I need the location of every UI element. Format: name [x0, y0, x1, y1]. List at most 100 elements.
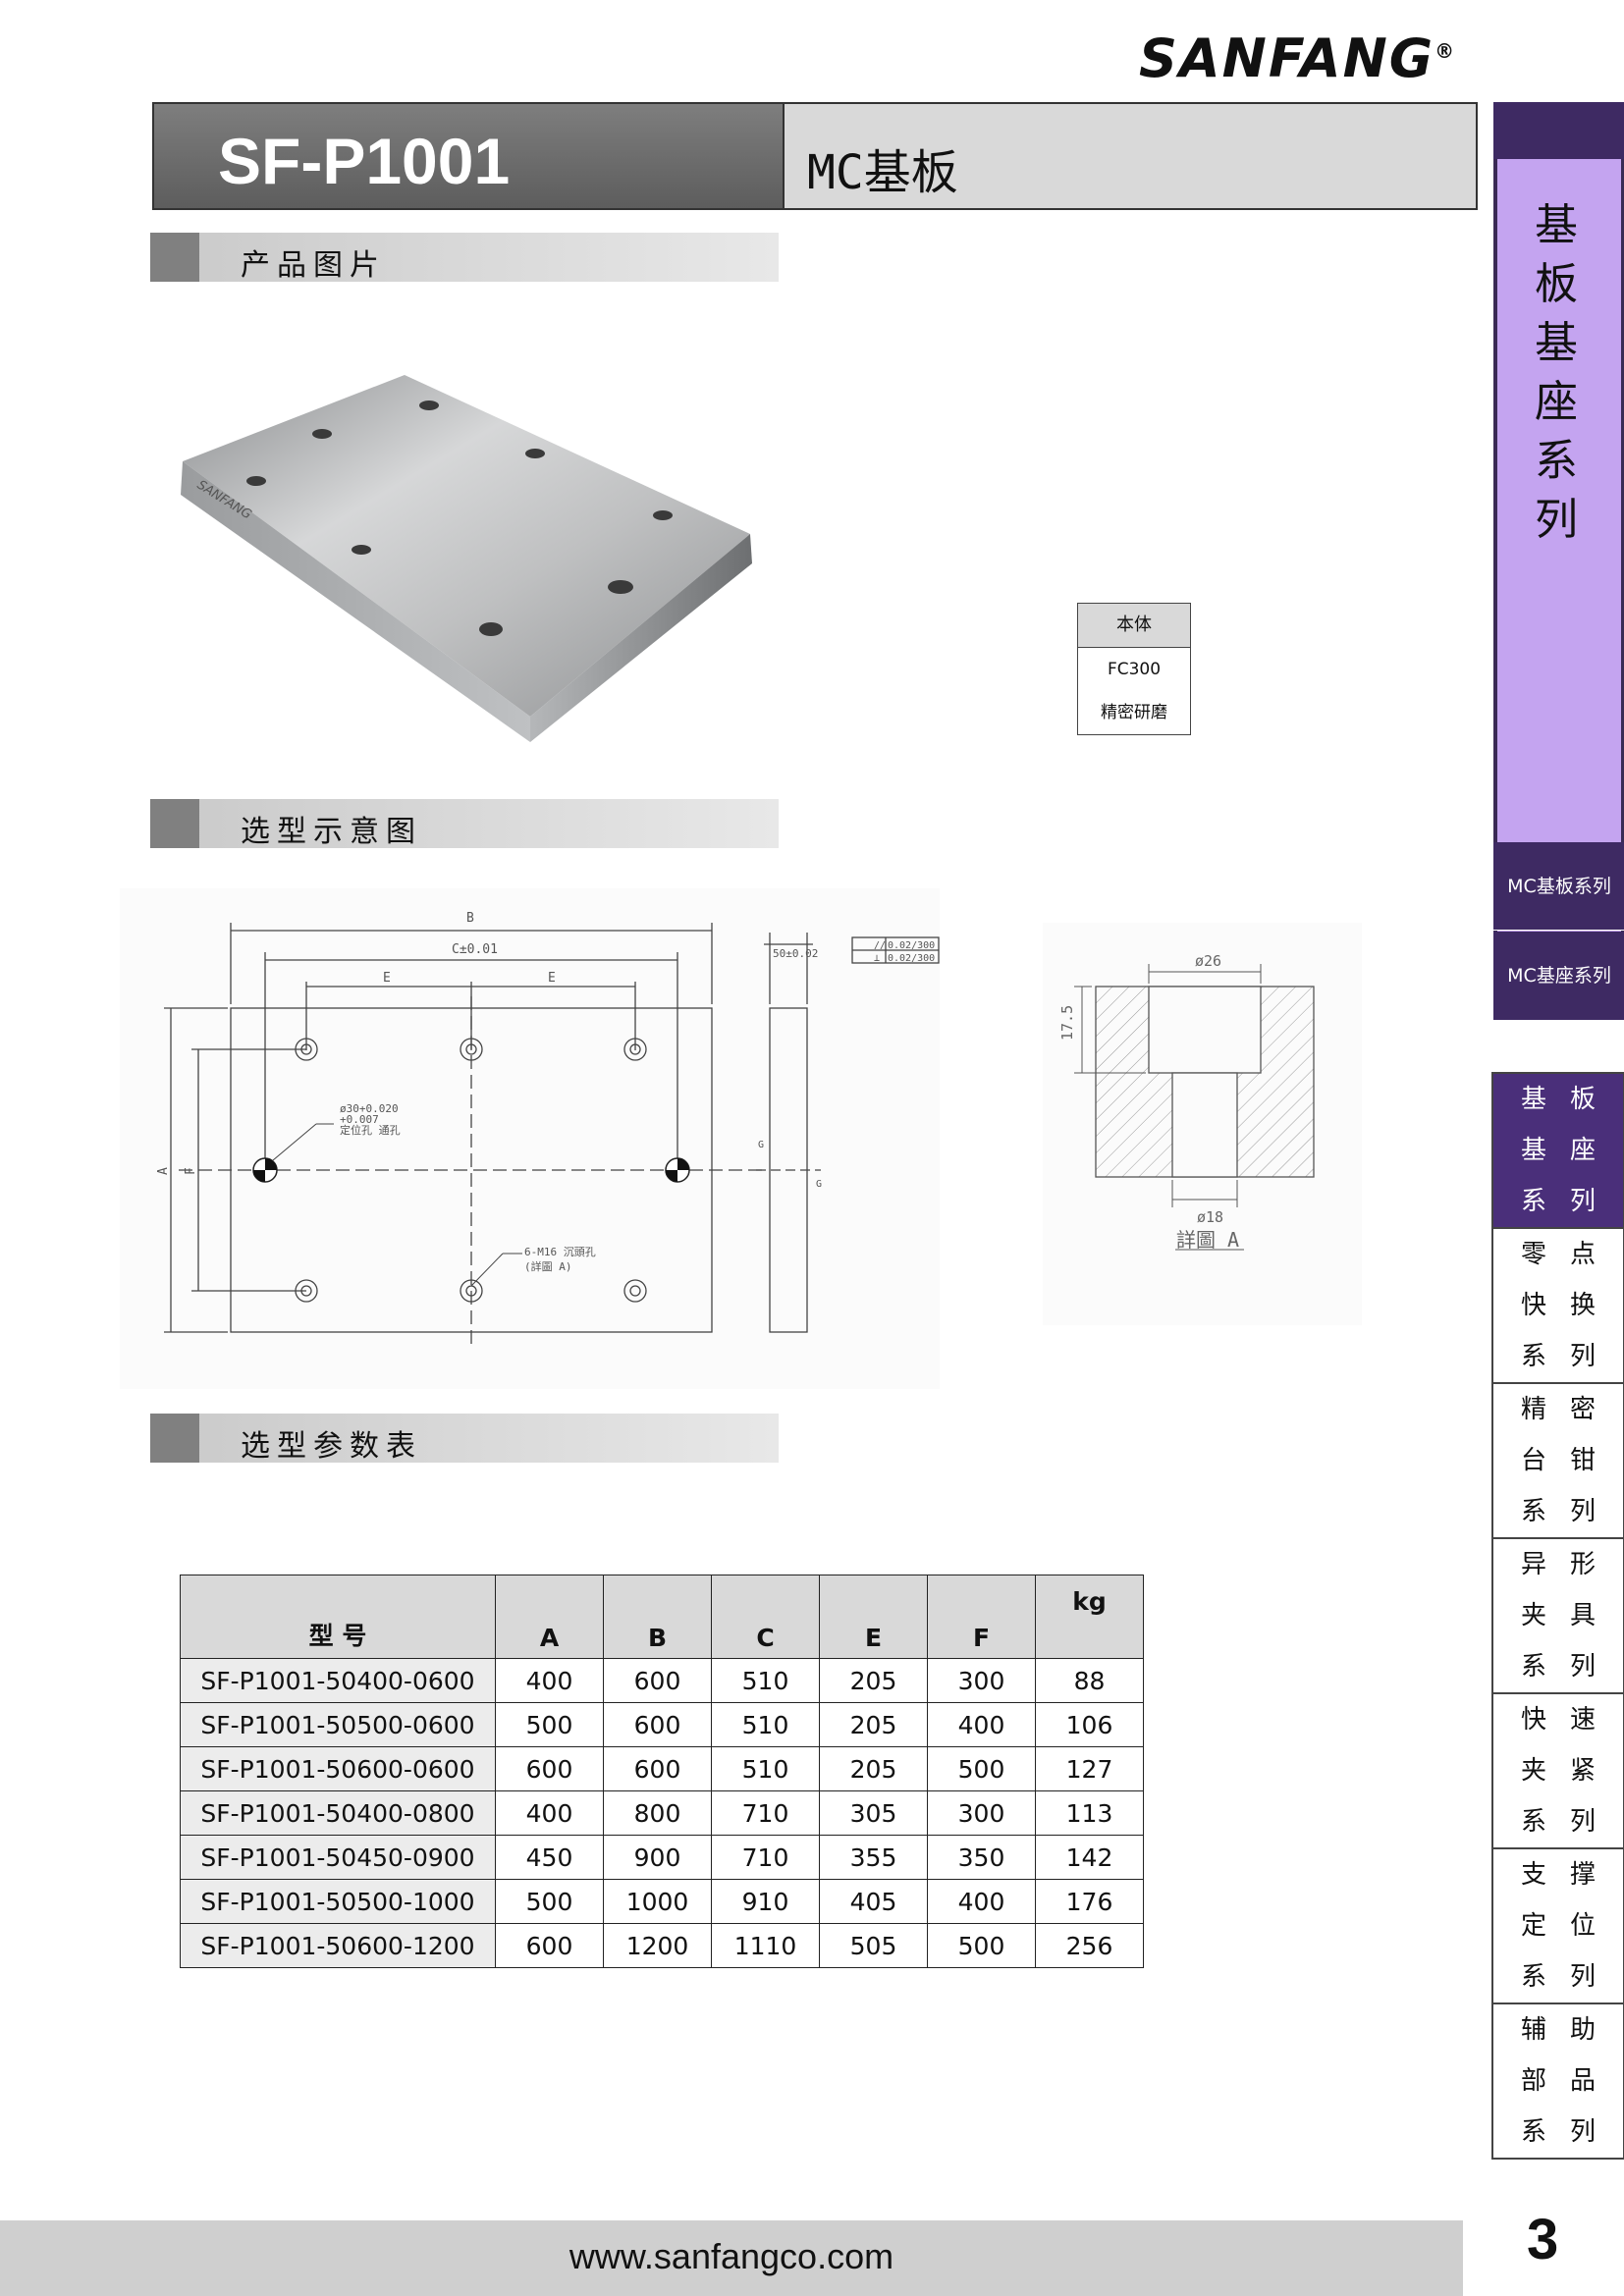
cell-model: SF-P1001-50500-1000: [180, 1879, 496, 1924]
m16-note-1: 6-M16 沉頭孔: [524, 1246, 596, 1258]
cell-e: 205: [819, 1658, 928, 1703]
cell-b: 600: [603, 1746, 712, 1791]
tolerance-2: 0.02/300: [888, 953, 935, 964]
cell-c: 910: [711, 1879, 820, 1924]
cell-c: 710: [711, 1835, 820, 1880]
dim-a: A: [156, 1167, 171, 1175]
detail-d18: ø18: [1197, 1208, 1223, 1226]
cell-f: 350: [927, 1835, 1036, 1880]
cell-a: 500: [495, 1702, 604, 1747]
cell-model: SF-P1001-50600-1200: [180, 1923, 496, 1968]
sidebar-top-band: [1493, 102, 1624, 159]
g-label-1: G: [758, 1140, 764, 1150]
cell-b: 800: [603, 1790, 712, 1836]
cell-kg: 142: [1035, 1835, 1144, 1880]
table-row: SF-P1001-50600-0600 600 600 510 205 500 …: [180, 1746, 1144, 1791]
cell-kg: 176: [1035, 1879, 1144, 1924]
table-row: SF-P1001-50450-0900 450 900 710 355 350 …: [180, 1835, 1144, 1880]
pin-note-1b: +0.007: [340, 1113, 379, 1126]
cell-e: 205: [819, 1702, 928, 1747]
category-accessories[interactable]: 辅助 部品 系列: [1520, 2015, 1619, 2147]
svg-text:⊥: ⊥: [874, 953, 880, 964]
svg-text://: //: [874, 940, 886, 951]
footer-bar: [0, 2220, 1463, 2296]
dim-b: B: [466, 911, 474, 926]
footer-url[interactable]: www.sanfangco.com: [568, 2236, 894, 2276]
material-box: 本体 FC300 精密研磨: [1077, 603, 1191, 735]
col-f: F: [927, 1575, 1036, 1659]
col-kg: kg: [1035, 1575, 1144, 1659]
category-precision-vise[interactable]: 精密 台钳 系列: [1493, 1384, 1623, 1539]
section-header-params: 选型参数表: [150, 1414, 779, 1464]
col-model: 型 号: [180, 1575, 496, 1659]
cell-model: SF-P1001-50400-0800: [180, 1790, 496, 1836]
cell-model: SF-P1001-50400-0600: [180, 1658, 496, 1703]
cell-e: 505: [819, 1923, 928, 1968]
title-bar: SF-P1001 MC基板: [152, 102, 1478, 210]
category-quick-clamp[interactable]: 快速 夹紧 系列: [1493, 1694, 1623, 1849]
material-line2: 精密研磨: [1101, 703, 1167, 722]
cell-f: 400: [927, 1879, 1036, 1924]
dim-c: C±0.01: [452, 942, 498, 957]
sidebar-category-list: 基板 基座 系列 零点 快换 系列 精密 台钳 系列 异形 夹具 系列 快速 夹…: [1491, 1072, 1624, 2160]
cell-f: 300: [927, 1790, 1036, 1836]
m16-note-2: (詳圖 A): [524, 1259, 572, 1273]
cell-kg: 106: [1035, 1702, 1144, 1747]
cell-c: 510: [711, 1658, 820, 1703]
cell-a: 600: [495, 1923, 604, 1968]
cell-c: 710: [711, 1790, 820, 1836]
cell-e: 355: [819, 1835, 928, 1880]
category-plate-base[interactable]: 基板 基座 系列: [1493, 1074, 1623, 1229]
cell-model: SF-P1001-50450-0900: [180, 1835, 496, 1880]
cell-e: 405: [819, 1879, 928, 1924]
cell-f: 500: [927, 1923, 1036, 1968]
category-support-locate[interactable]: 支撑 定位 系列: [1493, 1849, 1623, 2004]
product-code: SF-P1001: [218, 125, 511, 197]
detail-d26: ø26: [1195, 952, 1221, 970]
counterbore-holes: [246, 400, 673, 636]
cell-kg: 113: [1035, 1790, 1144, 1836]
category-special-fixture[interactable]: 异形 夹具 系列: [1493, 1539, 1623, 1694]
side-thickness: 50±0.02: [773, 947, 818, 960]
dim-f: F: [184, 1167, 198, 1175]
cell-e: 205: [819, 1746, 928, 1791]
detail-depth: 17.5: [1058, 1005, 1076, 1041]
product-image: SANFANG: [181, 375, 752, 742]
g-label-2: G: [816, 1179, 822, 1190]
col-a: A: [495, 1575, 604, 1659]
pin-note-1: ø30+0.020: [340, 1102, 399, 1115]
cell-c: 510: [711, 1702, 820, 1747]
cell-a: 400: [495, 1658, 604, 1703]
table-row: SF-P1001-50400-0800 400 800 710 305 300 …: [180, 1790, 1144, 1836]
brand-logo: SANFANG®: [1139, 27, 1457, 89]
pin-note-2: 定位孔 通孔: [340, 1123, 401, 1137]
material-line1: FC300: [1107, 660, 1162, 679]
cell-c: 510: [711, 1746, 820, 1791]
table-row: SF-P1001-50500-1000 500 1000 910 405 400…: [180, 1879, 1144, 1924]
sidebar-series-title: 基板基 座系列: [1535, 200, 1578, 545]
product-code-box: SF-P1001: [154, 104, 785, 208]
detail-label: 詳圖 A: [1176, 1228, 1239, 1252]
sidebar-sub-mc-base[interactable]: MC基座系列: [1493, 932, 1624, 1020]
sidebar-sub-mc-plate[interactable]: MC基板系列: [1493, 842, 1624, 931]
table-row: SF-P1001-50500-0600 500 600 510 205 400 …: [180, 1702, 1144, 1747]
cell-f: 400: [927, 1702, 1036, 1747]
cell-b: 1000: [603, 1879, 712, 1924]
col-c: C: [711, 1575, 820, 1659]
cell-b: 600: [603, 1658, 712, 1703]
cell-c: 1110: [711, 1923, 820, 1968]
detail-a-drawing: ø26 17.5 ø18 詳圖 A: [1043, 923, 1362, 1325]
cell-f: 500: [927, 1746, 1036, 1791]
product-name: MC基板: [807, 145, 958, 200]
cell-b: 600: [603, 1702, 712, 1747]
cell-model: SF-P1001-50600-0600: [180, 1746, 496, 1791]
cell-kg: 256: [1035, 1923, 1144, 1968]
technical-drawing: B C±0.01 E E A F ø30+0.020 +0.007 定位孔 通孔…: [120, 888, 940, 1389]
side-view: [756, 933, 940, 1333]
locating-pins: [252, 1157, 690, 1183]
cell-a: 600: [495, 1746, 604, 1791]
category-zero-point[interactable]: 零点 快换 系列: [1493, 1229, 1623, 1384]
col-e: E: [819, 1575, 928, 1659]
tolerance-1: 0.02/300: [888, 940, 935, 951]
cell-kg: 127: [1035, 1746, 1144, 1791]
